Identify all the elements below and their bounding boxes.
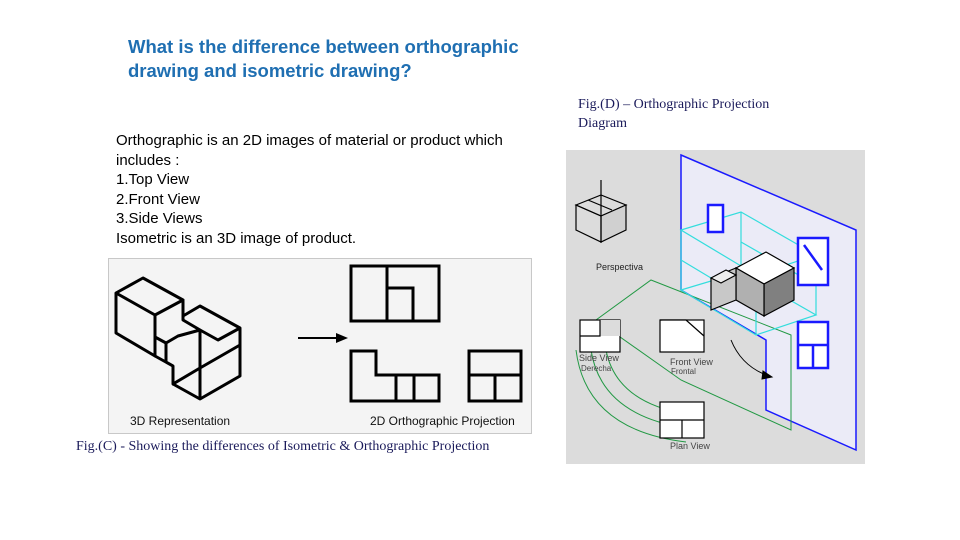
body-line: Orthographic is an 2D images of material… xyxy=(116,132,503,149)
arrow-icon xyxy=(298,333,348,343)
body-line: 1.Top View xyxy=(116,171,190,188)
figure-c-isometric-vs-orthographic: 3D Representation 2D Orthographic Projec… xyxy=(108,258,532,434)
label-frontal: Frontal xyxy=(671,367,696,376)
figure-d-caption: Fig.(D) – Orthographic Projection Diagra… xyxy=(578,97,770,131)
figure-c-caption: Fig.(C) - Showing the differences of Iso… xyxy=(76,439,490,454)
label-2d-orthographic-projection: 2D Orthographic Projection xyxy=(370,414,515,428)
slide-title: What is the difference between orthograp… xyxy=(128,36,519,81)
body-line: 2.Front View xyxy=(116,190,200,208)
label-plan-view: Plan View xyxy=(670,441,710,451)
label-derecha: Derecha xyxy=(581,364,612,373)
isometric-object xyxy=(114,276,242,401)
orthographic-views xyxy=(349,264,523,403)
label-side-view: Side View xyxy=(579,353,619,363)
figure-d-drawing: Perspectiva xyxy=(566,150,865,464)
label-front-view: Front View xyxy=(670,357,713,367)
body-line: includes : xyxy=(116,151,180,169)
label-3d-representation: 3D Representation xyxy=(130,414,230,428)
body-line: Isometric is an 3D image of product. xyxy=(116,229,357,247)
figure-c-drawing: 3D Representation 2D Orthographic Projec… xyxy=(108,258,532,434)
body-text: Orthographic is an 2D images of material… xyxy=(116,131,586,248)
body-line: 3.Side Views xyxy=(116,210,203,227)
label-perspectiva: Perspectiva xyxy=(596,262,643,272)
figure-d-projection-diagram: Perspectiva xyxy=(566,150,865,464)
